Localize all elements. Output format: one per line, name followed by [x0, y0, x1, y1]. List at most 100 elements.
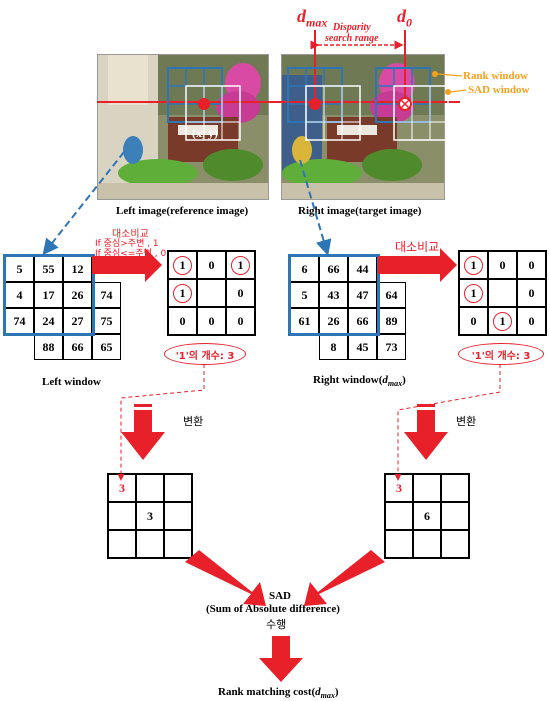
grid-cell-value: 0 [528, 313, 535, 328]
right-count-ellipse: '1'의 개수: 3 [458, 343, 544, 365]
grid-cell-value: 66 [327, 261, 340, 276]
grid-cell-value: 26 [71, 287, 84, 302]
grid-cell [441, 474, 469, 502]
grid-cell: 64 [377, 282, 406, 308]
grid-cell-value: 1 [173, 255, 192, 275]
center-point-label: (x, y) [192, 126, 218, 140]
grid-cell: 1 [459, 251, 488, 279]
grid-cell [441, 530, 469, 558]
d-0-label: d0 [397, 6, 412, 30]
sad-perform: 수행 [266, 618, 287, 631]
sad-title: SAD [269, 590, 292, 602]
grid-cell: 1 [459, 279, 488, 307]
left-window-caption: Left window [42, 376, 101, 388]
grid-cell-value: 0 [470, 313, 477, 328]
grid-cell [441, 502, 469, 530]
grid-cell-value: 12 [71, 261, 84, 276]
grid-cell-value: 1 [464, 283, 483, 303]
grid-cell [413, 474, 441, 502]
grid-cell-value: 0 [528, 285, 535, 300]
grid-cell [164, 502, 192, 530]
grid-cell-value: 66 [356, 313, 369, 328]
grid-cell: 0 [197, 251, 226, 279]
grid-cell: 1 [226, 251, 255, 279]
grid-cell [197, 279, 226, 307]
grid-cell: 88 [34, 334, 63, 360]
grid-cell: 0 [197, 307, 226, 335]
grid-cell: 0 [226, 307, 255, 335]
right-image-scene [282, 55, 444, 199]
grid-cell-value: 0 [208, 257, 215, 272]
grid-cell-value: 75 [100, 313, 113, 328]
grid-cell: 0 [488, 251, 517, 279]
grid-cell [488, 279, 517, 307]
grid-cell-value: 5 [301, 287, 308, 302]
grid-cell-value: 0 [179, 313, 186, 328]
sad-window-label: SAD window [468, 84, 530, 96]
sad-subtitle: (Sum of Absolute difference) [206, 603, 340, 615]
left-image-scene [98, 55, 268, 199]
right-count-label: '1'의 개수: 3 [471, 350, 531, 362]
grid-cell: 0 [517, 279, 546, 307]
grid-cell [92, 256, 121, 282]
grid-cell-value: 66 [71, 339, 84, 354]
grid-cell-value: 47 [356, 287, 369, 302]
grid-cell: 6 [413, 502, 441, 530]
grid-cell-value: 74 [100, 287, 113, 302]
left-count-ellipse: '1'의 개수: 3 [164, 343, 246, 365]
grid-cell-value: 0 [499, 257, 506, 272]
grid-cell-value: 61 [298, 313, 311, 328]
left-count-label: '1'의 개수: 3 [175, 350, 235, 362]
grid-cell-value: 26 [327, 313, 340, 328]
grid-cell [290, 334, 319, 360]
grid-cell: 89 [377, 308, 406, 334]
grid-cell [413, 530, 441, 558]
grid-cell-value: 0 [237, 285, 244, 300]
grid-cell [377, 256, 406, 282]
grid-cell [108, 502, 136, 530]
grid-cell: 1 [488, 307, 517, 335]
grid-cell: 75 [92, 308, 121, 334]
grid-cell-value: 3 [396, 480, 402, 495]
left-window-highlight [3, 254, 95, 336]
left-image [97, 54, 269, 200]
left-compare-rule2: If 중심<=주변 , 0 [95, 249, 167, 259]
right-window-caption: Right window(dmax) [313, 374, 406, 389]
grid-cell: 45 [348, 334, 377, 360]
transform-label-right: 변환 [456, 415, 477, 428]
grid-cell-value: 89 [385, 313, 398, 328]
grid-cell: 73 [377, 334, 406, 360]
grid-cell-value: 88 [42, 339, 55, 354]
grid-cell: 0 [459, 307, 488, 335]
grid-cell [108, 530, 136, 558]
grid-cell-value: 24 [42, 313, 55, 328]
left-compare-title: 대소비교 [112, 229, 149, 240]
grid-cell-value: 0 [237, 313, 244, 328]
grid-cell-value: 74 [13, 313, 26, 328]
grid-cell: 0 [517, 307, 546, 335]
grid-cell-value: 1 [173, 283, 192, 303]
right-compare-title: 대소비교 [395, 240, 440, 254]
grid-cell-value: 6 [301, 261, 308, 276]
transform-label-left: 변환 [183, 415, 204, 428]
grid-cell-value: 3 [147, 508, 153, 523]
grid-cell: 3 [385, 474, 413, 502]
grid-cell-value: 73 [385, 339, 398, 354]
grid-cell: 65 [92, 334, 121, 360]
d-max-label: dmax [297, 6, 328, 30]
grid-cell-value: 6 [424, 508, 430, 523]
grid-cell-value: 43 [327, 287, 340, 302]
grid-cell-value: 1 [464, 255, 483, 275]
grid-cell: 1 [168, 251, 197, 279]
grid-cell [136, 530, 164, 558]
grid-cell: 3 [136, 502, 164, 530]
grid-cell: 8 [319, 334, 348, 360]
left-compare-rule1: If 중심>주변 , 1 [95, 239, 159, 249]
grid-cell-value: 4 [16, 287, 23, 302]
grid-cell [5, 334, 34, 360]
grid-cell: 66 [63, 334, 92, 360]
